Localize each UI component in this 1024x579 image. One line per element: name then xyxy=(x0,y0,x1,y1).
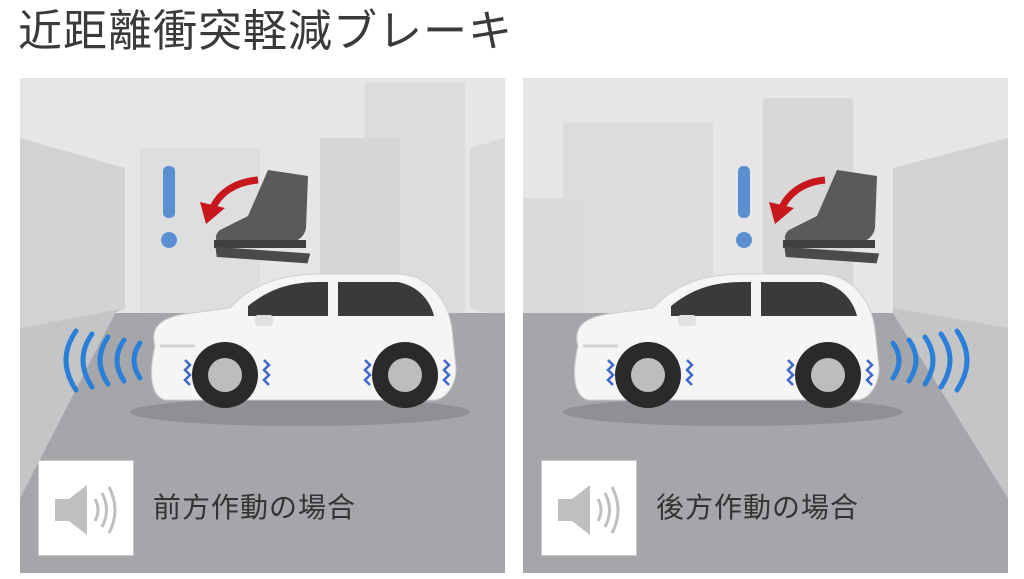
car xyxy=(151,273,457,408)
front-operation-illustration xyxy=(20,78,505,573)
rear-sensor-waves xyxy=(890,328,970,393)
right-wall xyxy=(893,138,1008,328)
vibration-marks xyxy=(606,359,874,386)
front-sensor-waves xyxy=(63,328,143,393)
sound-indicator-box xyxy=(541,460,637,556)
exclamation-icon xyxy=(738,166,750,218)
panel-caption: 後方作動の場合 xyxy=(656,491,860,524)
speaker-icon xyxy=(55,485,117,535)
sound-indicator-box xyxy=(38,460,134,556)
brake-boot-icon xyxy=(783,170,880,264)
panel-caption: 前方作動の場合 xyxy=(153,491,357,524)
speaker-icon xyxy=(558,485,620,535)
front-operation-panel: 前方作動の場合 xyxy=(20,78,505,573)
exclamation-icon xyxy=(163,166,175,218)
car xyxy=(574,273,880,408)
left-wall xyxy=(20,138,125,328)
page-title: 近距離衝突軽減ブレーキ xyxy=(18,6,513,57)
rear-operation-panel: 後方作動の場合 xyxy=(523,78,1008,573)
vibration-marks xyxy=(183,359,451,386)
brake-boot-icon xyxy=(214,170,311,264)
